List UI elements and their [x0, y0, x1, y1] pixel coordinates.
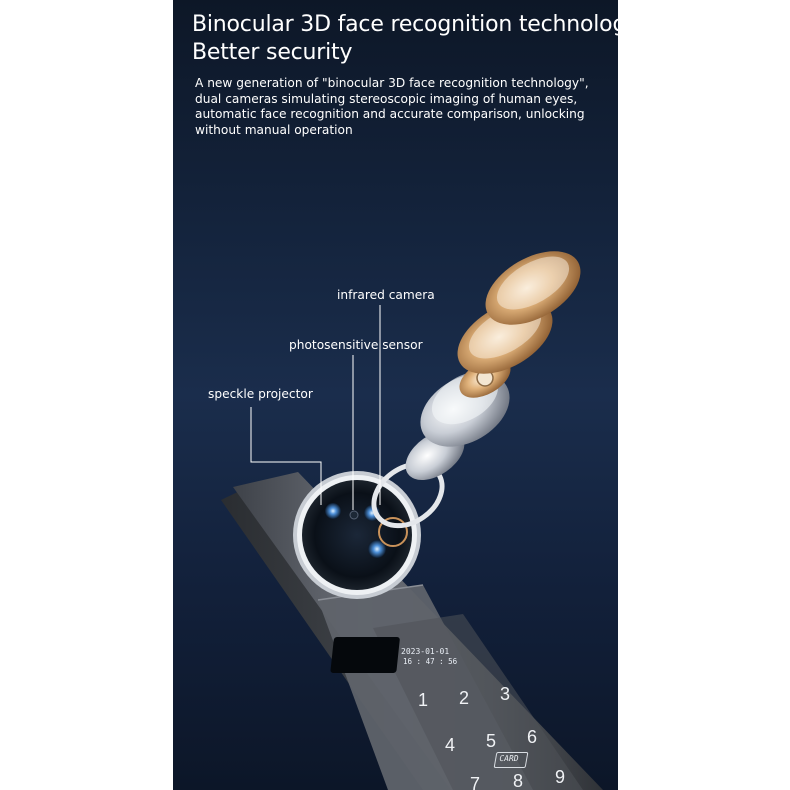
- key-5[interactable]: 5: [486, 731, 497, 751]
- product-banner: Binocular 3D face recognition technology…: [173, 0, 618, 790]
- key-3[interactable]: 3: [500, 684, 511, 704]
- lock-date: 2023-01-01: [401, 647, 450, 656]
- photosensitive-sensor-icon: [349, 510, 359, 520]
- callout-leader-lines: [250, 305, 381, 510]
- page-title: Binocular 3D face recognition technology: [192, 12, 618, 37]
- exploded-lens-stack: [371, 251, 581, 529]
- lock-display: [330, 637, 400, 673]
- photosensitive-sensor-label: photosensitive sensor: [289, 338, 423, 352]
- speckle-projector-icon: [325, 503, 341, 519]
- key-2[interactable]: 2: [459, 688, 470, 708]
- keypad-panel: [330, 614, 583, 790]
- infrared-camera-label: infrared camera: [337, 288, 435, 302]
- speckle-projector-label: speckle projector: [208, 387, 313, 401]
- description-line: automatic face recognition and accurate …: [195, 107, 585, 121]
- camera-module: [293, 471, 421, 599]
- page-subtitle: Better security: [192, 40, 353, 65]
- card-label: CARD: [498, 754, 520, 763]
- key-9[interactable]: 9: [555, 767, 566, 787]
- key-8[interactable]: 8: [513, 771, 524, 790]
- smart-lock-illustration: [221, 251, 603, 790]
- key-1[interactable]: 1: [418, 690, 429, 710]
- key-4[interactable]: 4: [445, 735, 456, 755]
- lock-time: 16 : 47 : 56: [403, 657, 458, 666]
- description-line: without manual operation: [195, 122, 353, 137]
- description-line: dual cameras simulating stereoscopic ima…: [195, 91, 578, 106]
- feature-description: A new generation of "binocular 3D face r…: [195, 76, 605, 138]
- fingerprint-card-icon: CARD: [493, 752, 529, 768]
- key-7[interactable]: 7: [470, 774, 481, 790]
- description-line: A new generation of "binocular 3D face r…: [195, 76, 589, 90]
- key-6[interactable]: 6: [527, 727, 538, 747]
